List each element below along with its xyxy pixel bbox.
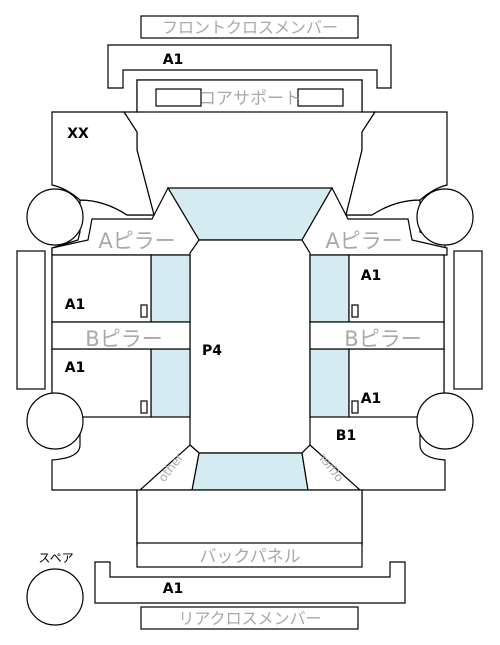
rear-cross-member-label: リアクロスメンバー	[178, 609, 321, 628]
rear-right-door-grade: A1	[361, 391, 382, 407]
front-left-door-grade: A1	[65, 297, 86, 313]
b-pillar-right-panel	[309, 321, 445, 350]
spare-tire	[26, 568, 84, 626]
rear-right-door-handle	[351, 400, 359, 414]
b-pillar-right-label: Bピラー	[344, 327, 421, 351]
rear-left-wheel	[26, 392, 84, 450]
left-side-panel	[16, 250, 46, 390]
front-cross-member	[107, 44, 392, 89]
front-left-door-handle	[140, 304, 148, 318]
a-pillar-left-label: Aピラー	[98, 229, 175, 253]
b-pillar-left-label: Bピラー	[85, 327, 162, 351]
roof-grade: P4	[202, 343, 222, 359]
back-panel-label: バックパネル	[199, 547, 300, 567]
rear-window	[191, 452, 309, 491]
front-cross-member-label: フロントクロスメンバー	[162, 18, 338, 37]
b-pillar-left-panel	[51, 321, 191, 350]
rear-left-door-grade: A1	[65, 360, 86, 376]
front-left-door	[51, 254, 152, 323]
rear-cross-member	[94, 561, 406, 604]
right-side-panel	[453, 250, 483, 390]
front-cross-member-box	[140, 15, 359, 39]
front-left-window	[150, 254, 191, 323]
front-right-window	[309, 254, 350, 323]
front-right-wheel	[416, 188, 474, 246]
rear-left-window	[150, 348, 191, 418]
right-rear-quarter-grade: B1	[336, 428, 356, 444]
rear-cross-member-box	[140, 606, 359, 630]
rear-left-door-handle	[140, 400, 148, 414]
rear-right-wheel	[416, 392, 474, 450]
front-left-fender	[51, 111, 155, 216]
spare-tire-label: スペア	[38, 551, 73, 565]
front-right-door-grade: A1	[361, 268, 382, 284]
front-right-door-handle	[351, 304, 359, 318]
front-left-fender-grade: XX	[67, 126, 89, 142]
core-support-right-slot	[297, 88, 344, 107]
front-left-wheel	[26, 188, 84, 246]
rear-right-window	[309, 348, 350, 418]
back-panel-box	[136, 542, 363, 568]
trunk-area	[136, 489, 363, 546]
front-right-fender	[345, 111, 448, 216]
core-support-label: コアサポート	[199, 89, 301, 109]
front-cross-member-grade: A1	[163, 52, 184, 68]
front-right-door	[348, 254, 445, 323]
a-pillar-right-label: Aピラー	[325, 229, 402, 253]
rear-cross-member-grade: A1	[163, 581, 184, 597]
core-support-left-slot	[155, 88, 202, 107]
